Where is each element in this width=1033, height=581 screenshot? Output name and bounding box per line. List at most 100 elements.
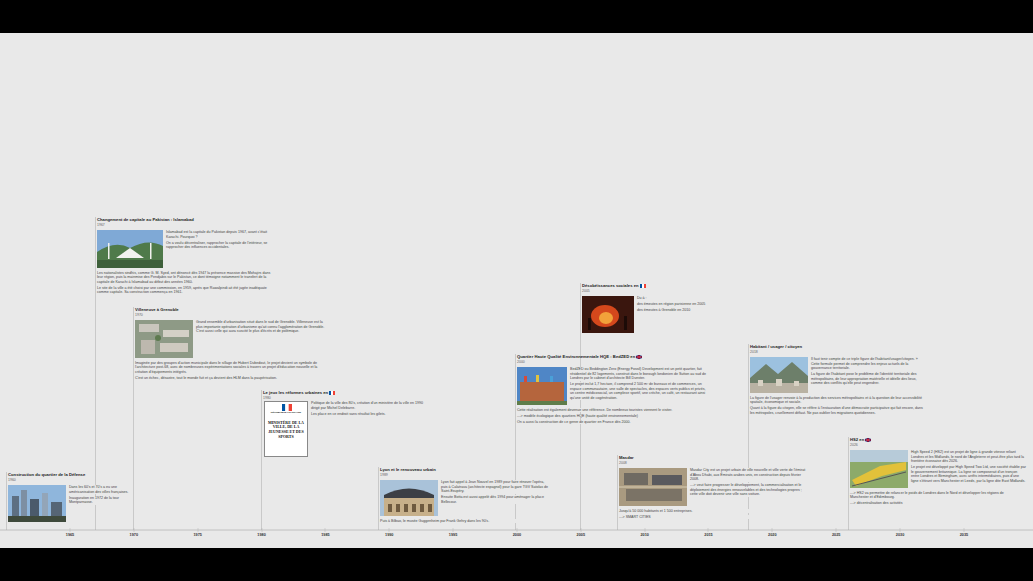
flag-field (636, 355, 642, 359)
villeneuve-photo (135, 320, 193, 358)
event-text: C'est un échec, désastre, tout le monde … (135, 376, 330, 381)
event-date: 1960 (8, 478, 16, 482)
event-title: Lyon et le renouveau urbain (380, 467, 436, 472)
flag-saltire (636, 355, 642, 359)
event-title: Villeneuve à Grenoble (135, 307, 179, 312)
landscape (850, 450, 908, 488)
event-date: 2018 (750, 350, 758, 354)
event-text: Lyon fait appel à Jean Nouvel en 1989 po… (441, 480, 551, 494)
event-text: Le projet est développé par High Speed T… (911, 465, 1026, 483)
timeline-event: Habitant / usager / citoyen2018 Il faut t… (750, 344, 925, 417)
event-title: Construction du quartier de la Défense (8, 472, 85, 477)
building (163, 330, 189, 337)
event-stems (7, 217, 849, 530)
flag-stripe (329, 391, 331, 395)
block (624, 473, 648, 485)
trees (97, 260, 163, 268)
wind-cowl (524, 376, 527, 382)
axis-year: 1995 (441, 533, 465, 538)
flag-field (865, 438, 871, 442)
event-stem (261, 390, 262, 530)
event-text: Islamabad est la capitale du Pakistan de… (166, 230, 274, 239)
tick (772, 528, 773, 532)
tick (70, 528, 71, 532)
flag-stripe (289, 404, 292, 411)
event-text: Les nationalistes sindhis, comme G. M. S… (97, 271, 272, 285)
tick (836, 528, 837, 532)
arch (388, 504, 392, 512)
event-date: 1967 (97, 223, 105, 227)
french-flag-icon (282, 404, 292, 411)
street (619, 487, 687, 488)
arch (428, 504, 432, 512)
event-stem (133, 307, 134, 530)
axis-year: 1985 (313, 533, 337, 538)
fire-core (599, 312, 613, 324)
event-body-continued: Cette réalisation est également devenue … (517, 408, 707, 426)
tick (645, 528, 646, 532)
event-title: Quartier Haute Qualité Environnementale … (517, 354, 635, 359)
axis-year: 2000 (505, 533, 529, 538)
opera-facade (384, 498, 434, 516)
wind-cowl (550, 376, 553, 382)
event-heading-line: HS2 en (850, 437, 871, 442)
axis-year: 2005 (569, 533, 593, 538)
ground (0, 33, 1033, 548)
timeline-event: Le jeux les réformes urbaines en1980Poli… (263, 390, 429, 457)
event-text: Masdar City est un projet urbain de vill… (690, 468, 810, 482)
grass (517, 401, 567, 405)
french-flag-icon (640, 284, 646, 288)
building (758, 380, 763, 386)
sky (97, 230, 163, 268)
timeline-event: Lyon et le renouveau urbain1989Lyon fait… (380, 467, 551, 525)
event-text: Inauguration en 1972 de la tour Montparn… (69, 496, 129, 505)
event-text: Puis à Bilbao, le musée Guggenheim par F… (380, 519, 550, 524)
axis-year: 1965 (58, 533, 82, 538)
event-stem (378, 467, 379, 530)
timeline-event: Changement de capitale au Pakistan : Isl… (97, 217, 274, 296)
event-body-continued: Les nationalistes sindhis, comme G. M. S… (97, 271, 272, 297)
sky (517, 367, 567, 405)
event-text: Imaginée par des groupes d'action munici… (135, 361, 330, 375)
building (141, 340, 155, 354)
arch (412, 504, 416, 512)
minaret (108, 243, 110, 259)
silhouette (624, 316, 627, 330)
ministry-name: MINISTÈRE DE LA VILLE, DE LA JEUNESSE ET… (265, 421, 307, 439)
event-text: Il faut tenir compte de ce triple figure… (811, 357, 921, 371)
event-body: Masdar City est un projet urbain de vill… (690, 468, 810, 498)
flag-stripe (331, 391, 333, 395)
defense-photo (8, 485, 66, 522)
event-stem (848, 437, 849, 530)
tick (708, 528, 709, 532)
axis-year: 2025 (824, 533, 848, 538)
flag-stripe (282, 404, 285, 411)
event-date: 2026 (850, 443, 858, 447)
flag-cross (639, 355, 640, 359)
event-body-continued: Imaginée par des groupes d'action munici… (135, 361, 330, 382)
tick (325, 528, 326, 532)
logo-flag (281, 404, 292, 411)
timeline-event: HS2 en2026High Speed 2 (HS2) est un proj… (850, 437, 1026, 507)
axis-year: 2020 (760, 533, 784, 538)
axis-year: 1980 (250, 533, 274, 538)
wind-cowl (536, 375, 539, 382)
event-text: La figure de l'habitant pose le problème… (811, 372, 921, 386)
axis-year: 2015 (697, 533, 721, 538)
axis-year: 1975 (186, 533, 210, 538)
building (794, 381, 799, 386)
event-body-continued: La figure de l'usager renvoie à la produ… (750, 396, 925, 417)
arch (396, 504, 400, 512)
hills (97, 242, 163, 268)
habitant-photo (750, 357, 808, 393)
event-heading-line: Masdar (619, 455, 634, 460)
flag-stripe (642, 284, 644, 288)
flag-saltire (865, 438, 871, 442)
lyon-photo (380, 480, 438, 516)
flag-stripe (644, 284, 646, 288)
event-text: ---> SMART CITIES (619, 515, 789, 520)
event-body: Dans les 60's et 70's a eu une américani… (69, 485, 129, 506)
flag-saltire (636, 355, 642, 359)
event-heading-line: Habitant / usager / citoyen (750, 344, 802, 349)
event-text: des émeutes à Grenoble en 2010 (637, 308, 732, 313)
